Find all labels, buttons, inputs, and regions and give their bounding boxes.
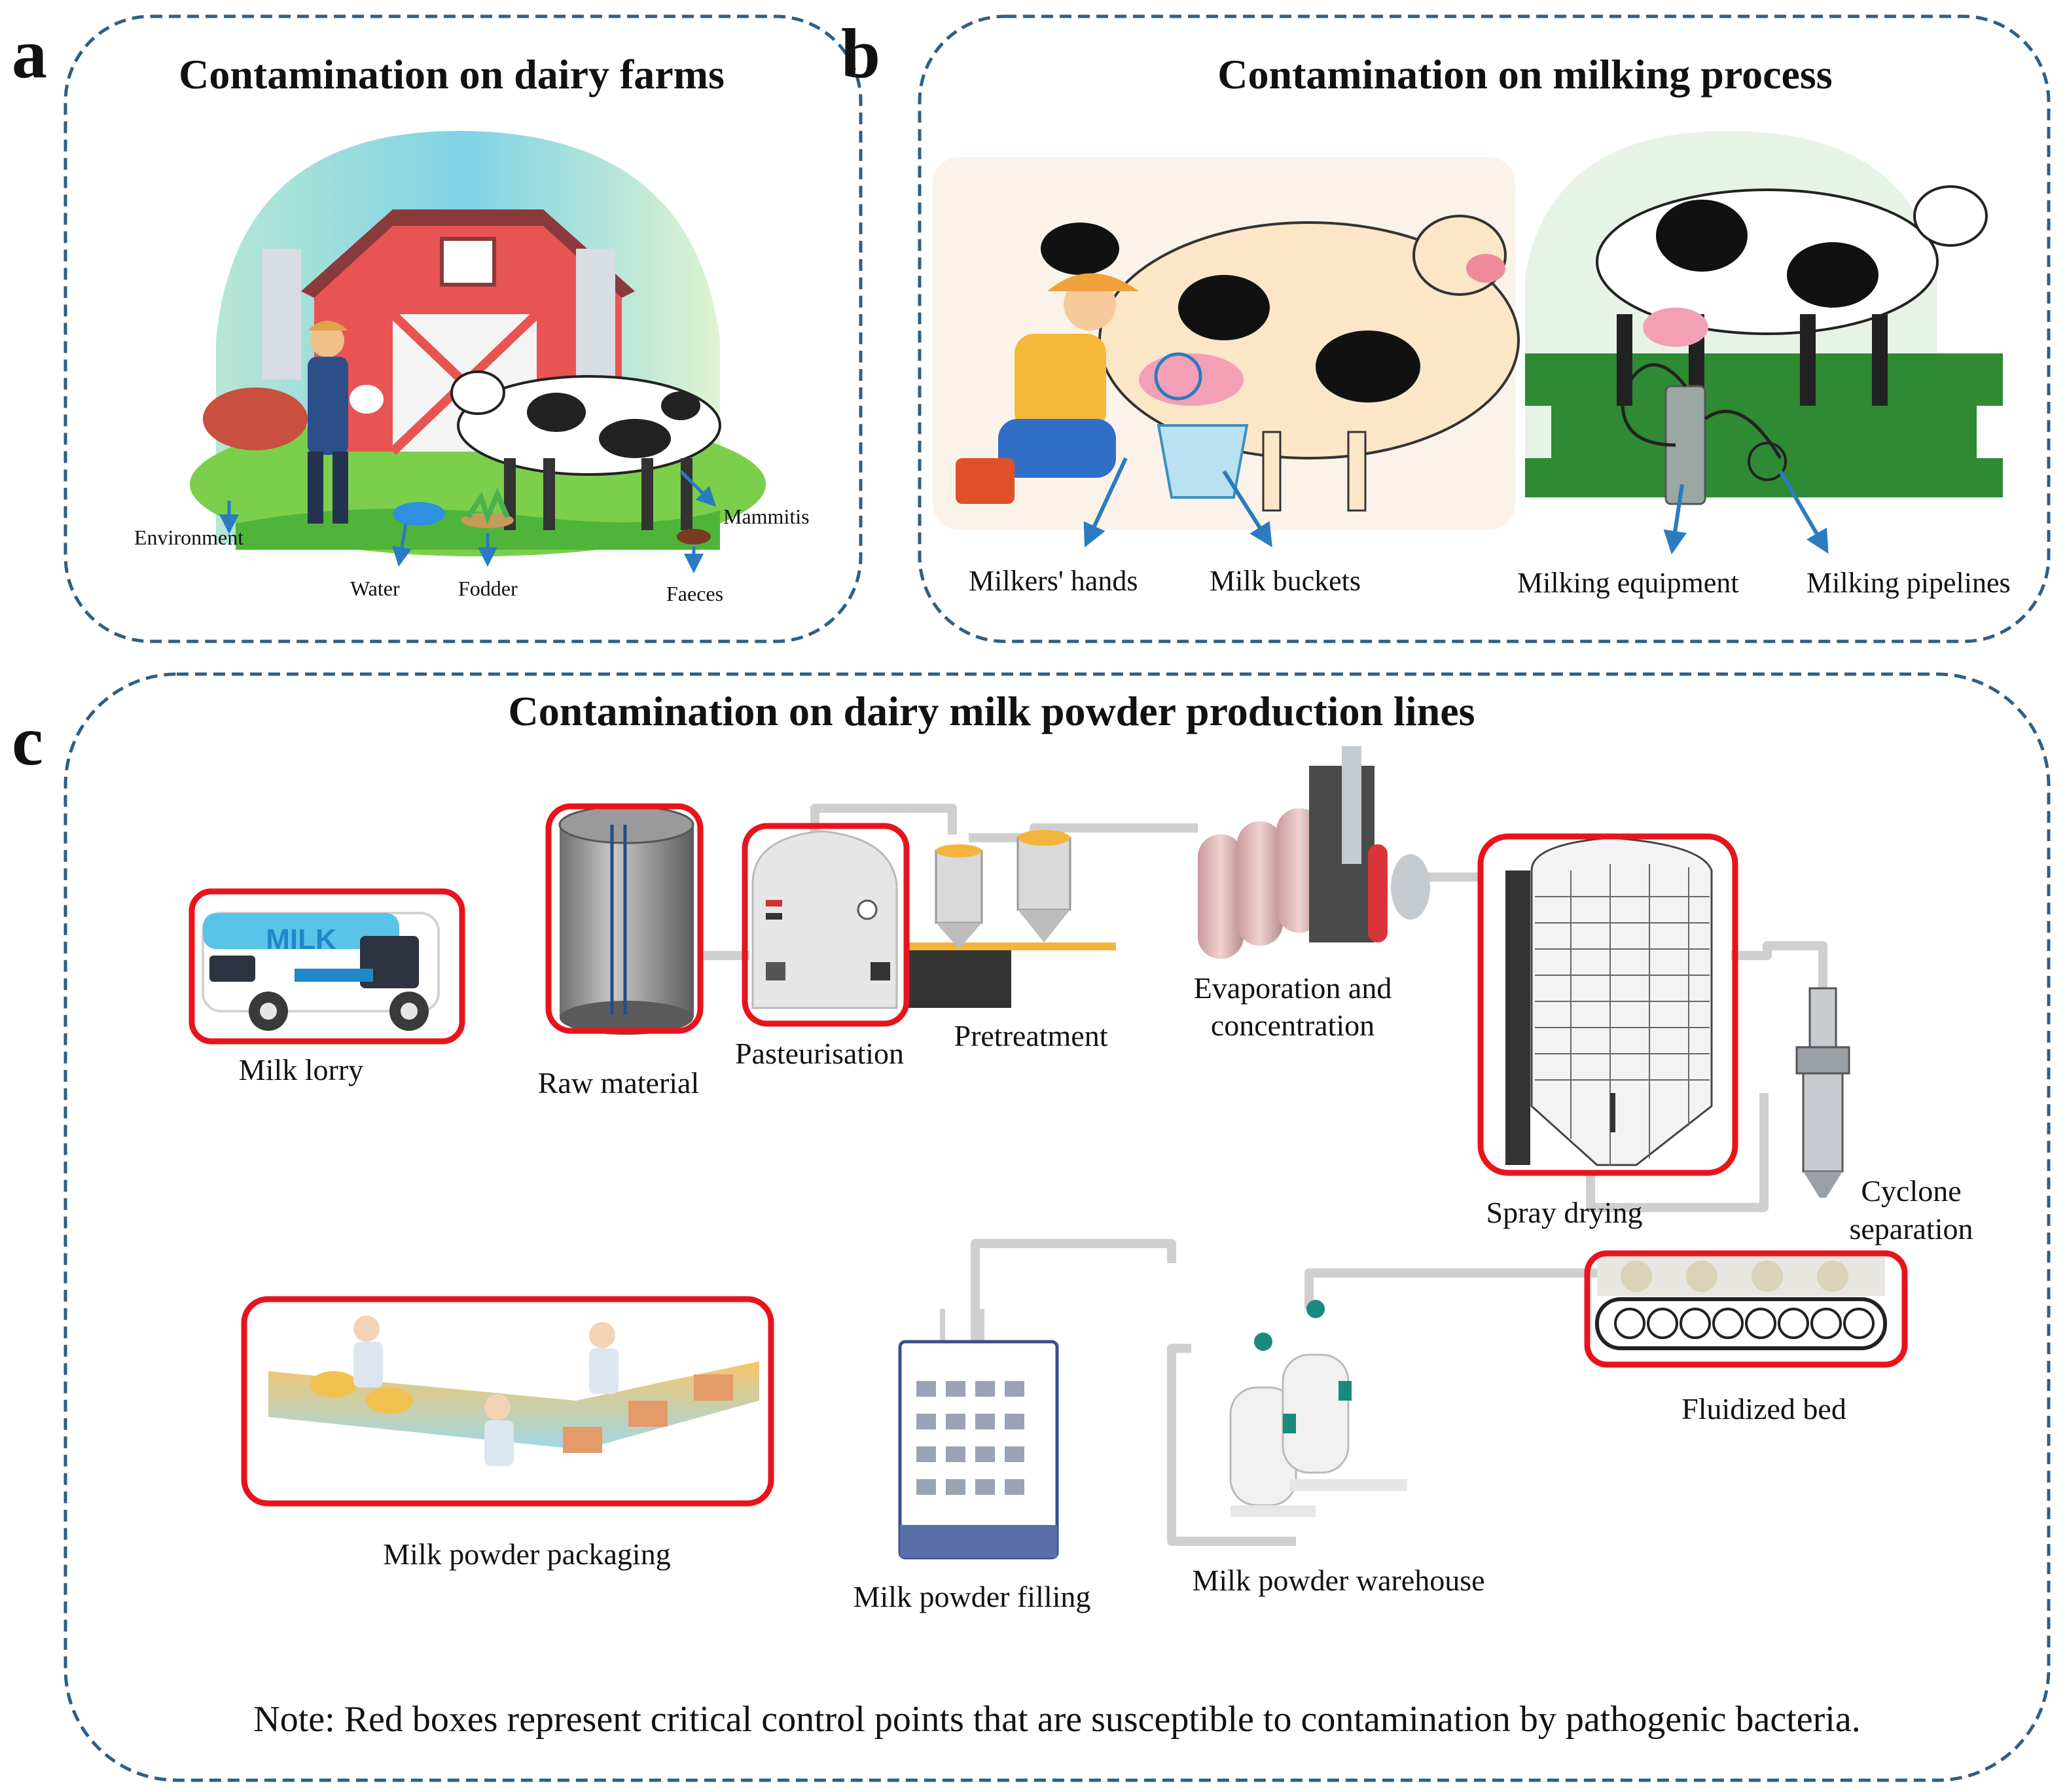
panel-c: c Contamination on dairy milk powder pro… — [12, 672, 2051, 1782]
label-environment: Environment — [134, 526, 243, 549]
ccp-box-fluidized-bed — [1584, 1250, 1908, 1368]
label-pasteurisation: Pasteurisation — [735, 1037, 904, 1070]
packaging-line-illustration — [268, 1316, 759, 1466]
fluidized-bed-illustration — [1595, 1257, 1887, 1350]
panel-b: b Contamination on milking process — [841, 14, 2051, 643]
label-water: Water — [350, 577, 400, 600]
label-filling: Milk powder filling — [854, 1580, 1091, 1613]
warehouse-silos-illustration — [1229, 1300, 1407, 1517]
ccp-box-milk-lorry — [189, 888, 465, 1045]
hand-milking-illustration — [933, 157, 1520, 548]
panel-c-border — [63, 672, 2051, 1782]
label-milking-equipment: Milking equipment — [1517, 567, 1739, 599]
raw-material-tank-illustration — [558, 805, 694, 1035]
spray-dryer-illustration — [1505, 836, 1713, 1166]
label-fodder: Fodder — [458, 577, 518, 600]
label-milk-buckets: Milk buckets — [1210, 565, 1361, 597]
label-pretreatment: Pretreatment — [954, 1019, 1107, 1052]
panel-c-title: Contamination on dairy milk powder produ… — [509, 688, 1475, 734]
label-fluidized-bed: Fluidized bed — [1681, 1392, 1846, 1425]
label-evaporation-line1: Evaporation and — [1194, 971, 1392, 1005]
label-faeces: Faeces — [666, 582, 723, 605]
ccp-box-spray-drying — [1477, 833, 1738, 1176]
lorry-milk-text: MILK — [266, 923, 336, 956]
critical-control-boxes — [189, 803, 1908, 1507]
label-milkers-hands: Milkers' hands — [969, 565, 1138, 597]
evaporation-illustration — [1198, 746, 1430, 959]
machine-milking-illustration — [1525, 131, 2003, 555]
panel-a-title: Contamination on dairy farms — [179, 51, 725, 98]
label-evaporation-line2: concentration — [1211, 1009, 1375, 1042]
dairy-farm-illustration — [190, 131, 766, 573]
ccp-box-packaging — [241, 1296, 774, 1507]
label-milk-lorry: Milk lorry — [239, 1053, 363, 1086]
pretreatment-illustration — [907, 830, 1116, 1008]
label-cyclone-line2: separation — [1849, 1212, 1973, 1245]
label-milking-pipelines: Milking pipelines — [1806, 567, 2011, 599]
panel-a-letter: a — [12, 15, 47, 93]
ccp-box-raw-material — [545, 803, 704, 1034]
panel-b-border — [918, 14, 2051, 643]
label-packaging: Milk powder packaging — [383, 1537, 670, 1571]
pasteurisation-tank-illustration — [751, 830, 898, 1009]
panel-c-letter: c — [12, 702, 43, 780]
panel-b-title: Contamination on milking process — [1217, 51, 1832, 98]
label-cyclone-line1: Cyclone — [1861, 1174, 1961, 1208]
panel-b-letter: b — [841, 15, 880, 93]
panel-a: a Contamination on dairy farms — [12, 14, 863, 643]
ccp-box-pasteurisation — [742, 823, 910, 1027]
milk-lorry-illustration: MILK — [202, 912, 440, 1031]
panel-c-note: Note: Red boxes represent critical contr… — [253, 1699, 1860, 1740]
label-spray-drying: Spray drying — [1486, 1196, 1643, 1229]
cyclone-separator-illustration — [1795, 987, 1850, 1198]
panel-a-border — [63, 14, 863, 643]
filling-machine-illustration — [898, 1309, 1059, 1560]
label-mammitis: Mammitis — [723, 505, 810, 528]
label-raw-material: Raw material — [538, 1066, 700, 1100]
label-warehouse: Milk powder warehouse — [1192, 1564, 1484, 1597]
